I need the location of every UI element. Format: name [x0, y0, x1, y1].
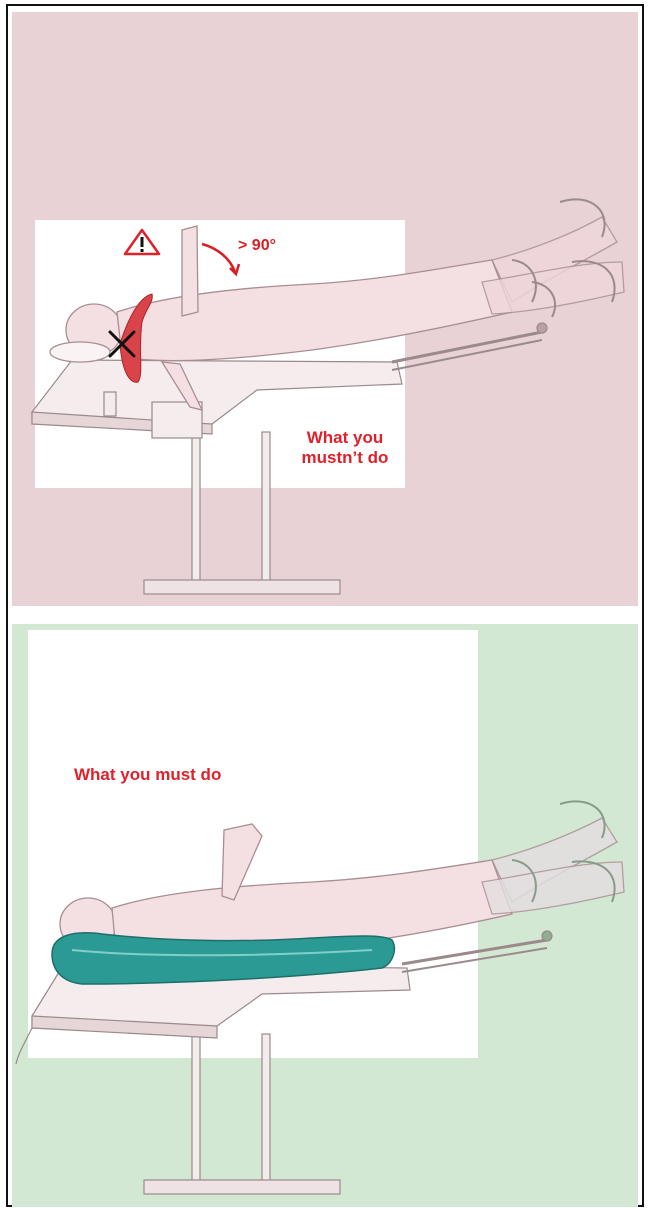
- mustnt-caption: What you mustn’t do: [280, 428, 410, 468]
- mustnt-caption-line2: mustn’t do: [280, 448, 410, 468]
- wrong-position-illustration: [12, 12, 638, 606]
- correct-position-illustration: [12, 624, 638, 1207]
- mustnt-caption-line1: What you: [280, 428, 410, 448]
- panel-wrong-position: > 90° What you mustn’t do: [12, 12, 638, 606]
- must-caption: What you must do: [74, 765, 221, 785]
- angle-label: > 90°: [238, 236, 276, 256]
- panel-correct-position: What you must do: [12, 624, 638, 1207]
